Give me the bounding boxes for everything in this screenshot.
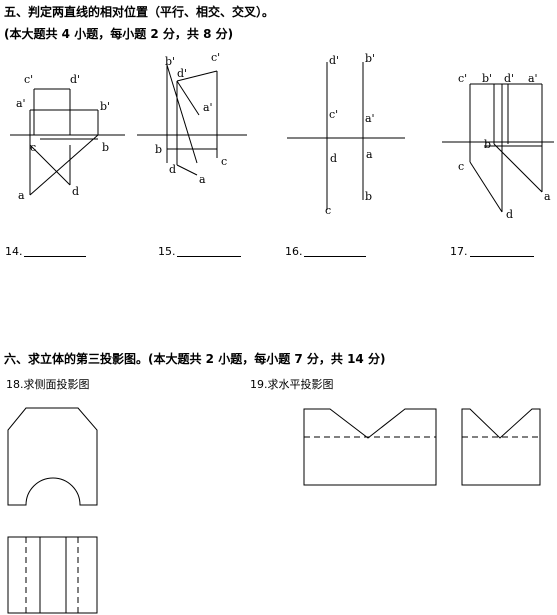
label-c-prime: c' [211,51,220,64]
label-d: d [330,152,337,165]
label-c: c [30,141,36,154]
section5-title: 五、判定两直线的相对位置（平行、相交、交叉）。 [4,5,275,19]
label-a: a [544,190,551,203]
answer-15-blank[interactable] [177,245,241,257]
label-c-prime: c' [24,73,33,86]
label-c: c [221,155,227,168]
label-d: d [72,185,79,198]
label-a: a [18,189,25,202]
label-c-prime: c' [329,108,338,121]
figure-17: c' b' d' a' c b a d [442,72,554,221]
label-d-prime: d' [70,73,80,86]
figure-15: b' d' c' a' b c d a [137,51,247,186]
answer-14-blank[interactable] [24,245,86,257]
label-b-prime: b' [165,55,175,68]
label-a-prime: a' [365,112,375,125]
label-a-prime: a' [203,101,213,114]
section5-note: (本大题共 4 小题，每小题 2 分，共 8 分) [4,27,234,41]
question-14-number: 14. [5,245,23,258]
label-a-prime: a' [16,97,26,110]
label-a: a [199,173,206,186]
label-b-prime: b' [100,100,110,113]
label-d: d [506,208,513,221]
label-d: d [169,163,176,176]
label-c-prime: c' [458,72,467,85]
label-b: b [365,190,372,203]
question-17-number: 17. [450,245,468,258]
figure-16: d' b' c' a' d a c b [287,52,405,217]
label-c: c [458,160,464,173]
label-c: c [325,204,331,217]
label-a-prime: a' [528,72,538,85]
label-b-prime: b' [482,72,492,85]
figure-18-front-view [7,407,98,506]
question-15-number: 15. [158,245,176,258]
label-d-prime: d' [177,67,187,80]
label-b: b [484,138,491,151]
label-a: a [366,148,373,161]
figure-14: c' d' a' b' c b a d [10,73,125,202]
answer-17-blank[interactable] [470,245,534,257]
label-b: b [102,141,109,154]
label-d-prime: d' [329,54,339,67]
figure-19-front-view [303,408,437,486]
question-18-title: 18.求侧面投影图 [6,378,90,391]
label-b-prime: b' [365,52,375,65]
question-19-title: 19.求水平投影图 [250,378,334,391]
figure-18-top-view [7,536,98,614]
figure-19-side-view [461,408,541,486]
section6-title: 六、求立体的第三投影图。(本大题共 2 小题，每小题 7 分，共 14 分) [4,352,386,366]
answer-16-blank[interactable] [304,245,366,257]
label-b: b [155,143,162,156]
label-d-prime: d' [504,72,514,85]
question-16-number: 16. [285,245,303,258]
